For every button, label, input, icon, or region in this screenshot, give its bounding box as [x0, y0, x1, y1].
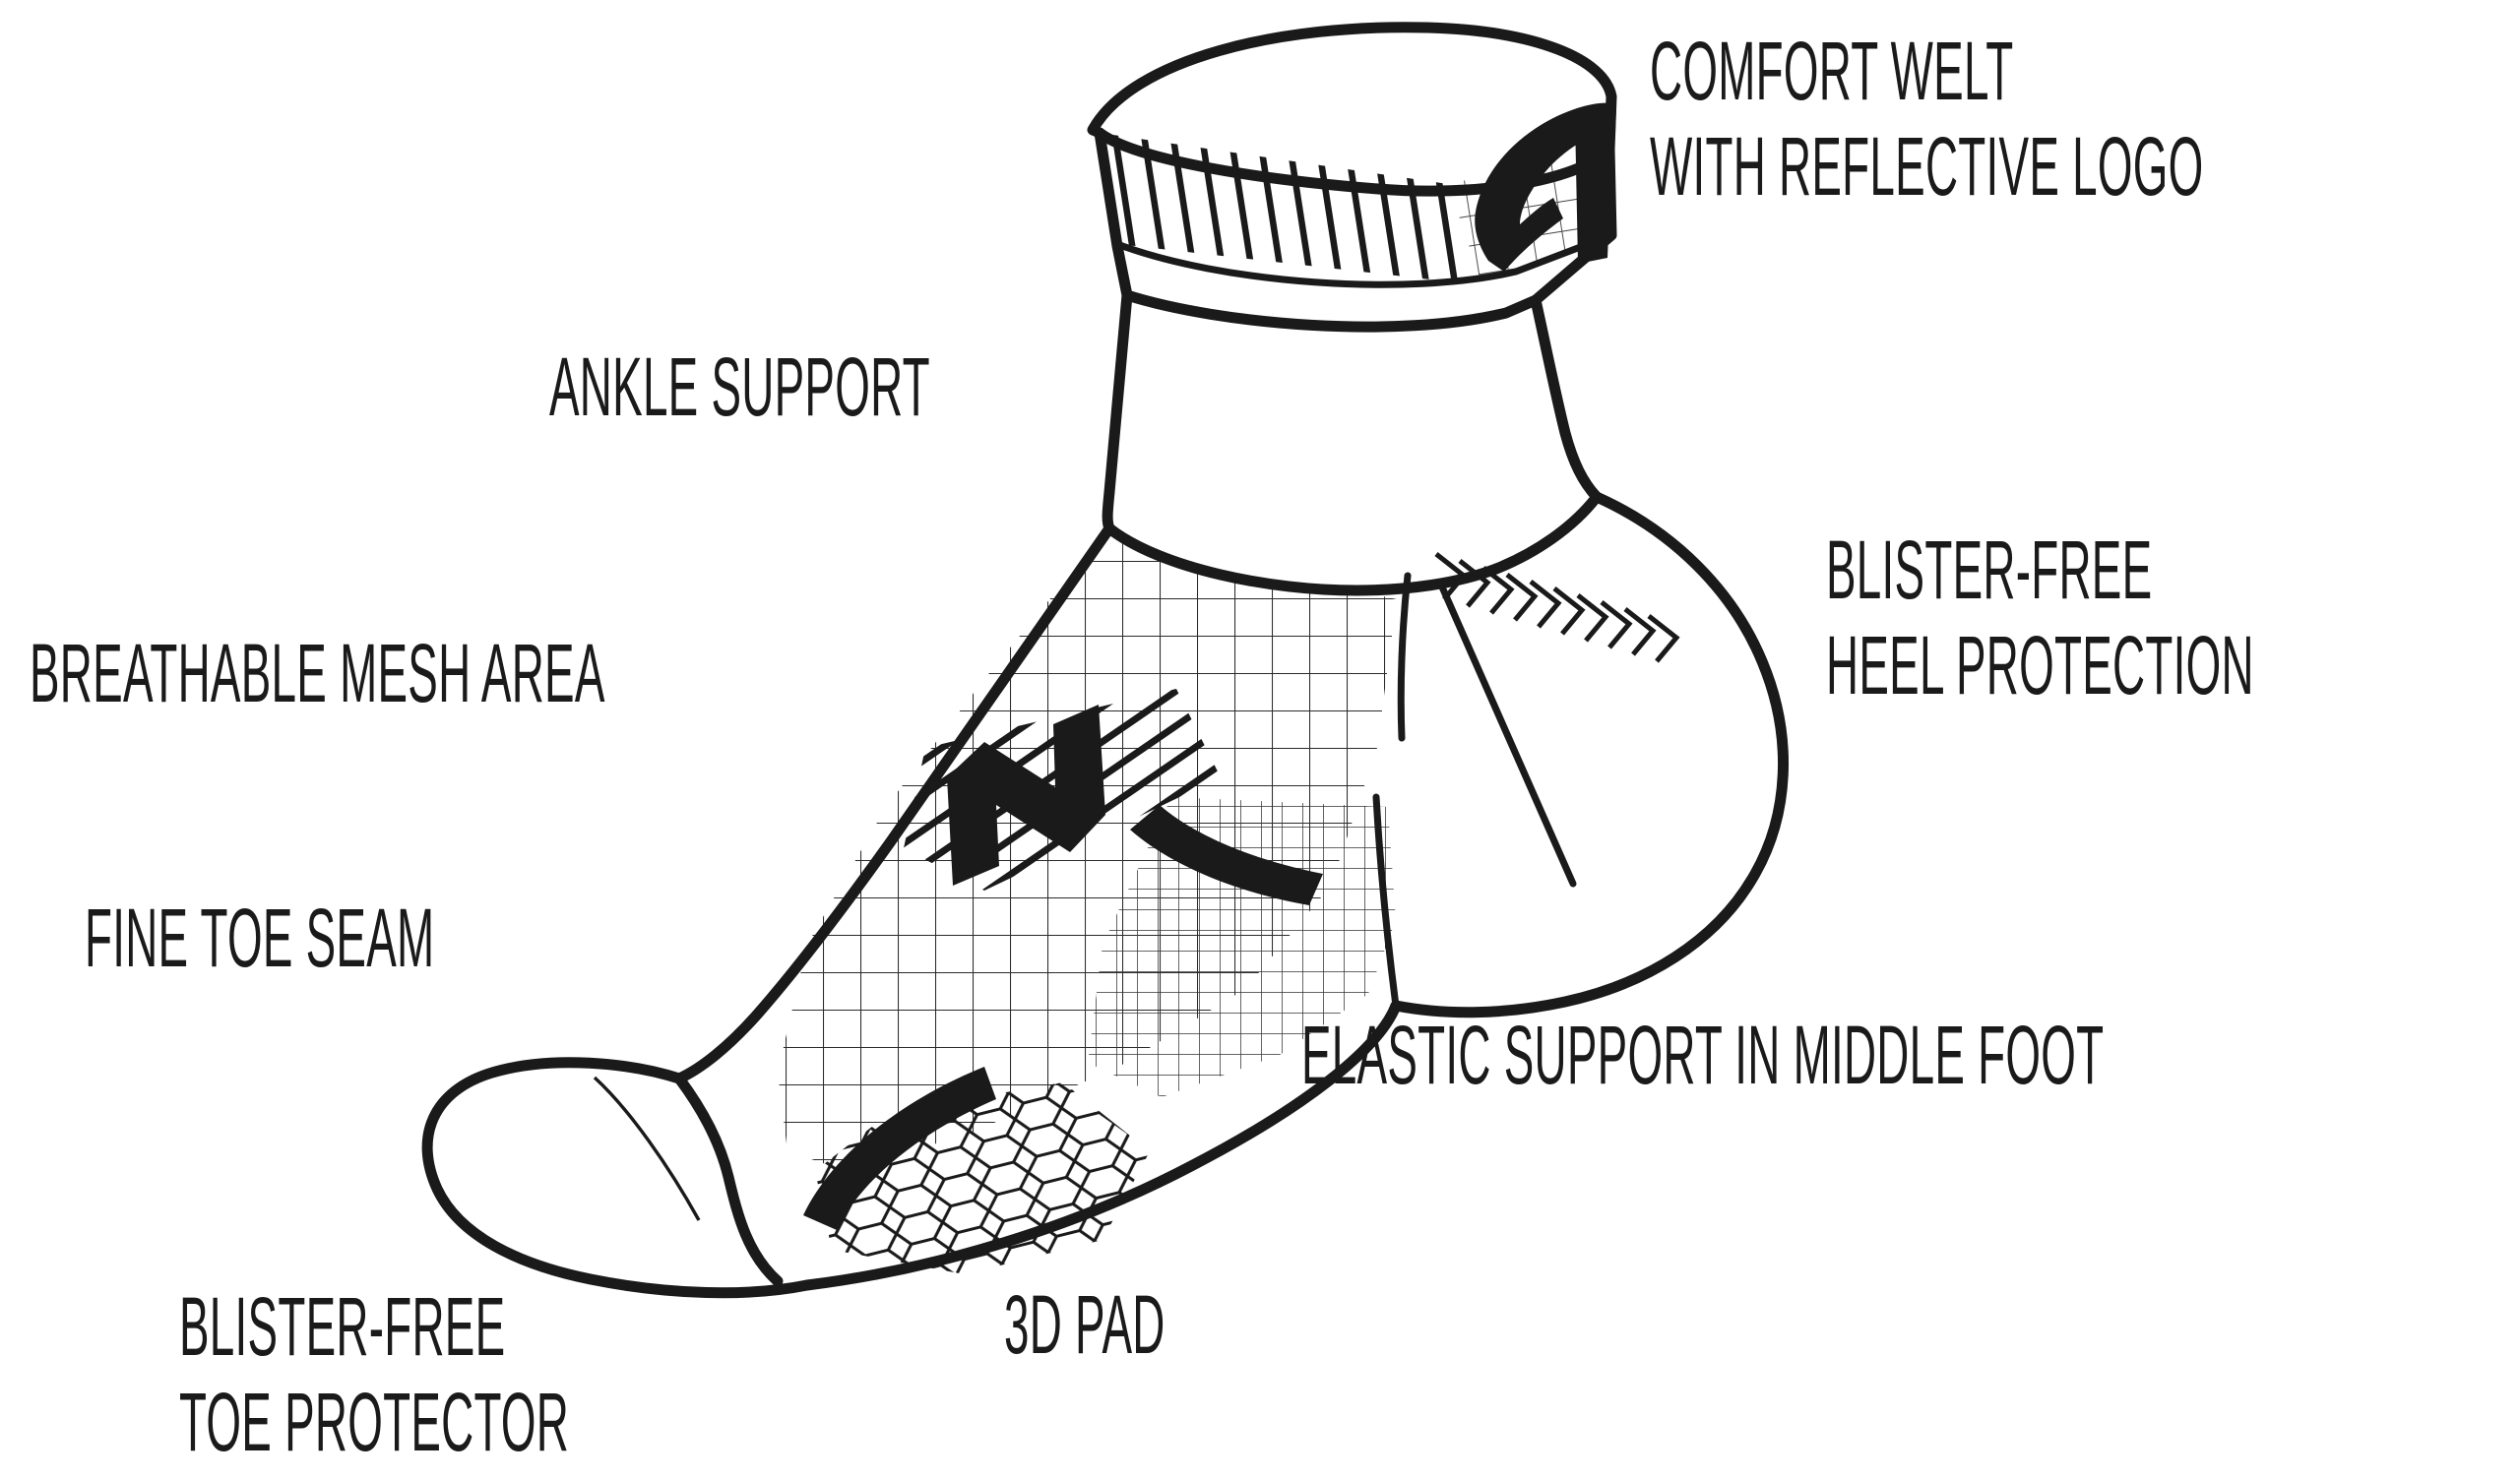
label-blister-free-heel: BLISTER-FREE HEEL PROTECTION: [1826, 524, 2254, 712]
heel-side-seam: [1397, 572, 1412, 742]
foot-top-outline: [673, 523, 1115, 1084]
label-breathable-mesh: BREATHABLE MESH AREA: [30, 627, 605, 719]
label-blister-free-toe: BLISTER-FREE TOE PROTECTOR: [179, 1280, 570, 1469]
toe-cap-inner-boundary: [673, 1073, 784, 1287]
mesh-area-boundary: [1372, 793, 1400, 1010]
instep-logo: [947, 705, 1105, 886]
label-fine-toe-seam: FINE TOE SEAM: [85, 892, 435, 984]
elastic-support-band: [1130, 805, 1323, 905]
heel-inner-seam: [1436, 579, 1577, 888]
toe-seam-line: [593, 1076, 701, 1221]
heel-upper-boundary: [1490, 491, 1603, 575]
ankle-panel-outline: [1102, 289, 1133, 534]
label-ankle-support: ANKLE SUPPORT: [549, 340, 930, 433]
label-elastic-middle-foot: ELASTIC SUPPORT IN MIDDLE FOOT: [1301, 1009, 2105, 1101]
toe-cap-outline: [421, 1057, 813, 1299]
ankle-bottom-seam: [1103, 523, 1502, 596]
heel-chevrons: [1434, 552, 1680, 663]
cuff-band-outline: [1094, 127, 1617, 333]
heel-outline: [1390, 491, 1789, 1018]
label-3d-pad: 3D PAD: [1004, 1278, 1166, 1371]
pad-front-arc: [803, 1067, 996, 1230]
sole-outline: [801, 1000, 1402, 1291]
ankle-panel-back-outline: [1530, 294, 1603, 503]
label-comfort-welt: COMFORT WELT WITH REFLECTIVE LOGO: [1650, 25, 2204, 214]
cuff-rib-lines: [1108, 133, 1469, 285]
cuff-reflective-logo: [1475, 102, 1616, 272]
cuff-band-lower-edge: [1113, 231, 1615, 288]
